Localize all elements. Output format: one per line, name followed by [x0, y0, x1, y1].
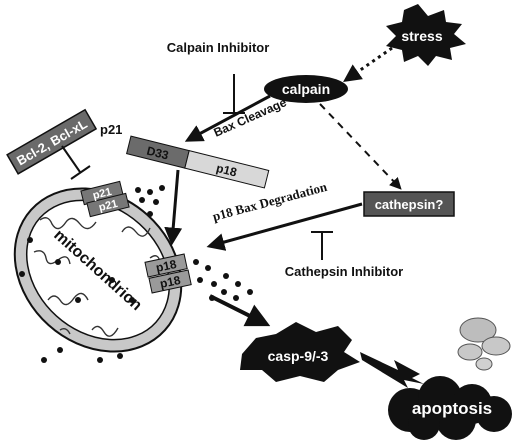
mito-p18-group: p18 p18: [144, 253, 192, 294]
p18-degradation-arrow: [206, 202, 363, 251]
caspase-burst: [240, 322, 360, 382]
bcl-label: Bcl-2, Bcl-xL: [14, 116, 90, 168]
bax-cleavage-label: Bax Cleavage: [212, 95, 289, 140]
calpain-to-cathepsin-arrow: [319, 103, 402, 190]
cathepsin-node: [363, 191, 455, 217]
mito-p18-a-label: p18: [155, 257, 178, 275]
mito-p21-group: p21 p21: [80, 180, 130, 218]
calpain-inhibitor-label: Calpain Inhibitor: [167, 40, 270, 55]
mito-p21-b-label: p21: [98, 198, 119, 214]
stress-label: stress: [401, 28, 442, 44]
to-caspase-arrow: [209, 294, 271, 327]
stress-to-calpain-arrow: [343, 46, 393, 83]
bcl-inhibition-line: [61, 145, 81, 173]
p18-insertion-arrow: [164, 169, 183, 246]
p21-release-dots: [135, 185, 165, 205]
mito-p18-b-label: p18: [159, 273, 182, 291]
stress-burst: [386, 4, 466, 66]
smoke-icon: [457, 317, 511, 371]
cathepsin-inhibitor-label: Cathepsin Inhibitor: [285, 264, 403, 279]
calpain-label: calpain: [282, 81, 330, 97]
mito-p21-a-label: p21: [92, 186, 113, 202]
calpain-node: [264, 75, 348, 103]
bax-cleavage-arrow: [184, 94, 271, 142]
p18-segment-label: p18: [215, 161, 239, 180]
lightning-icon: [360, 352, 424, 388]
p21-label: p21: [100, 122, 122, 137]
p21-fragment: D33 p18: [126, 135, 270, 189]
cytochrome-release-dots: [193, 259, 253, 301]
d33-label: D33: [145, 144, 170, 163]
p18-segment: [184, 150, 270, 189]
apoptosis-node: [388, 376, 512, 440]
caspase-label: casp-9/-3: [268, 348, 329, 364]
bcl-inhibition-bar: [70, 165, 91, 180]
apoptosis-label: apoptosis: [412, 399, 492, 418]
bcl-rect: [6, 108, 98, 175]
mitochondrion: [13, 187, 183, 363]
cathepsin-label: cathepsin?: [375, 197, 444, 212]
bcl-box: Bcl-2, Bcl-xL: [6, 108, 98, 175]
